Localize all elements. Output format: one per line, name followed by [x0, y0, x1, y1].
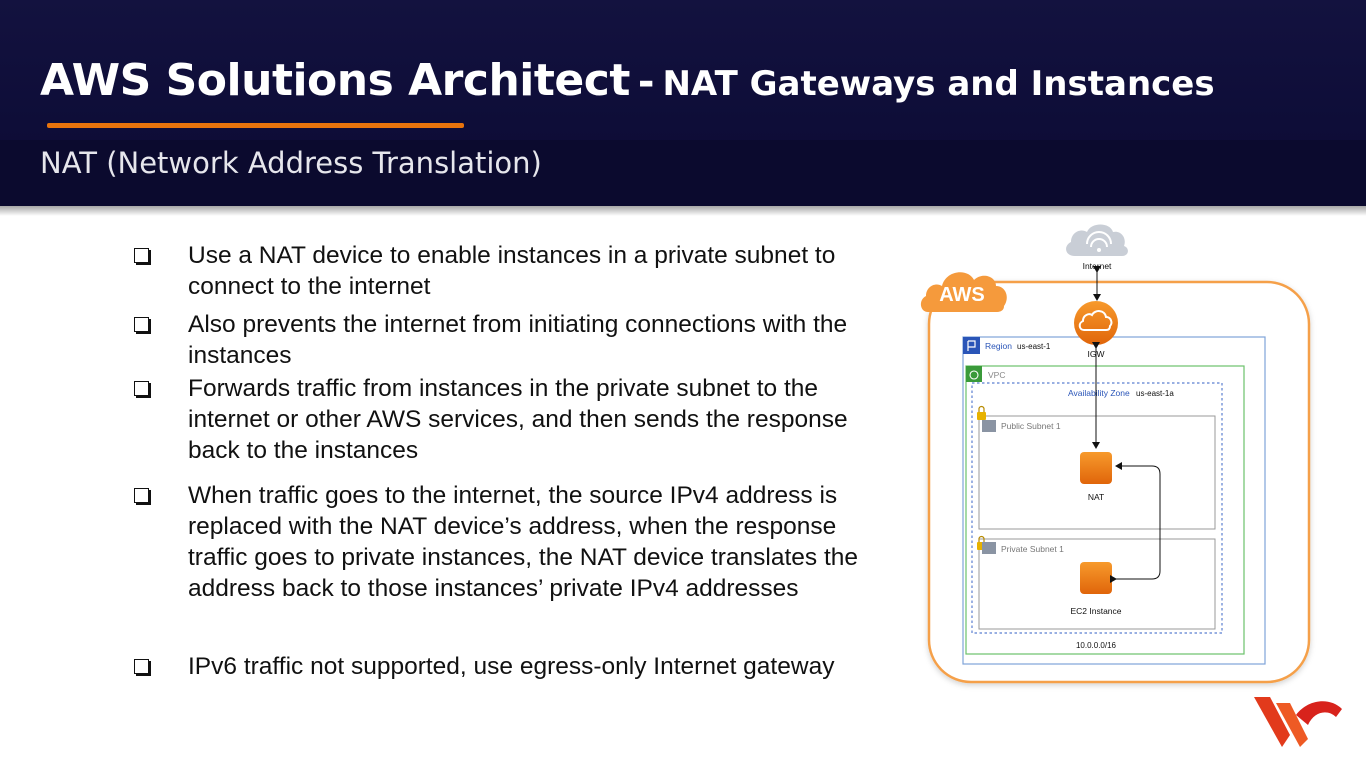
title-main: AWS Solutions Architect [40, 55, 630, 106]
ec2-nat-link [1110, 462, 1161, 583]
az-value: us-east-1a [1136, 389, 1174, 398]
vpc-box [965, 365, 1245, 655]
vpc-cidr-label: 10.0.0.0/16 [1076, 641, 1117, 650]
public-subnet-label: Public Subnet 1 [1001, 421, 1061, 431]
nat-instance-icon [1080, 452, 1112, 484]
nat-label: NAT [1088, 492, 1104, 502]
title-underline [47, 123, 464, 128]
region-box [962, 336, 1266, 665]
checkbox-bullet-icon [134, 248, 149, 263]
bullet-text: Use a NAT device to enable instances in … [188, 242, 836, 300]
aws-badge [920, 272, 1007, 312]
ec2-label: EC2 Instance [1070, 606, 1121, 616]
bullet-text: Also prevents the internet from initiati… [188, 311, 848, 369]
bullet-text: When traffic goes to the internet, the s… [188, 482, 859, 602]
vpc-cloud-icon [966, 366, 982, 382]
region-flag-icon [963, 337, 980, 354]
title-sub: NAT Gateways and Instances [662, 64, 1215, 104]
aws-badge-label: AWS [939, 284, 985, 306]
slide-title: AWS Solutions Architect-NAT Gateways and… [40, 55, 1215, 106]
region-value: us-east-1 [1017, 342, 1051, 351]
title-dash: - [637, 59, 655, 105]
nat-architecture-diagram: AWS Region us-east-1 VPC Availability Zo… [920, 224, 1311, 684]
private-subnet-lock-icon [977, 535, 996, 554]
bullet-text: Forwards traffic from instances in the p… [188, 375, 848, 464]
checkbox-bullet-icon [134, 317, 149, 332]
region-label: Region [985, 341, 1012, 351]
checkbox-bullet-icon [134, 488, 149, 503]
header-shadow [0, 206, 1366, 216]
private-subnet-label: Private Subnet 1 [1001, 544, 1064, 554]
public-subnet-lock-icon [977, 405, 996, 432]
igw-icon [1074, 301, 1118, 345]
vpc-label: VPC [988, 370, 1005, 380]
private-subnet-box [978, 538, 1216, 630]
header-subtitle-band [0, 140, 1366, 206]
internet-cloud-icon [1066, 224, 1128, 256]
checkbox-bullet-icon [134, 381, 149, 396]
ec2-instance-icon [1080, 562, 1112, 594]
checkbox-bullet-icon [134, 659, 149, 674]
bullet-text: IPv6 traffic not supported, use egress-o… [188, 653, 835, 680]
internet-label: Internet [1083, 261, 1112, 271]
slide-subtitle: NAT (Network Address Translation) [40, 146, 542, 180]
brand-logo-icon [1254, 697, 1342, 747]
az-label: Availability Zone [1068, 388, 1130, 398]
